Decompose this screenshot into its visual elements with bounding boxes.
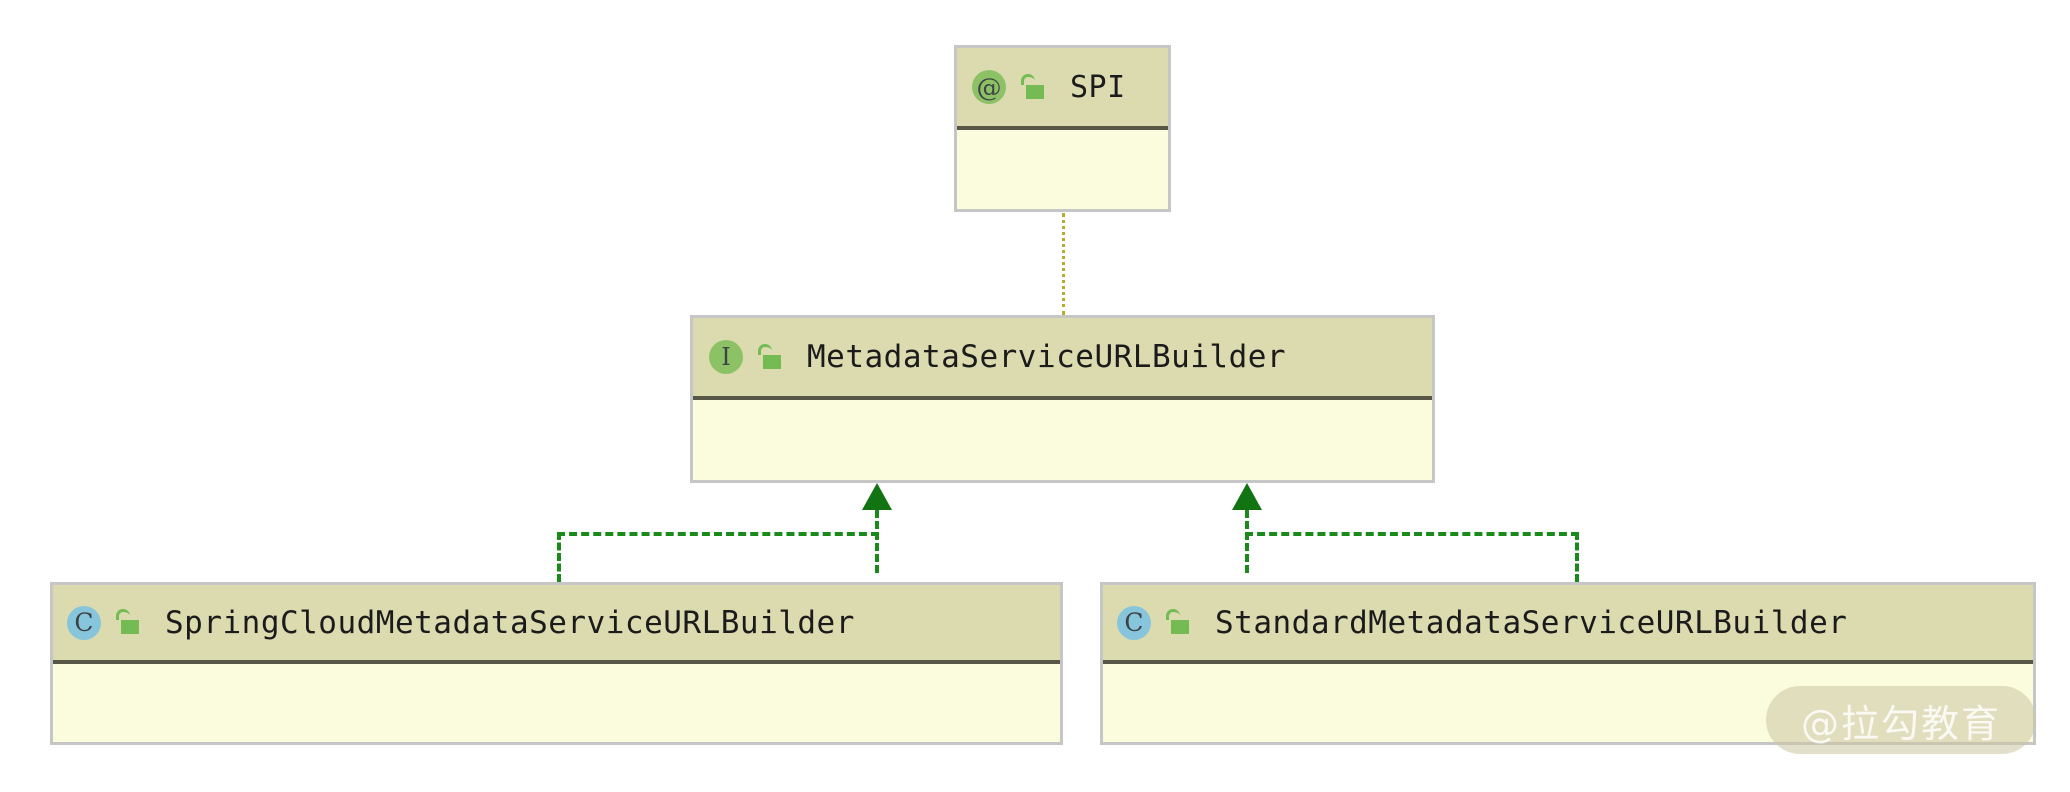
uml-node-title: SPI xyxy=(1070,69,1126,105)
uml-node-header: @ SPI xyxy=(957,48,1168,130)
uml-node-members xyxy=(957,130,1168,209)
unlocked-padlock-icon xyxy=(112,609,139,636)
uml-node-members xyxy=(1103,664,2033,742)
edge-arrow-spring-cloud xyxy=(862,483,892,510)
class-icon: C xyxy=(67,605,101,640)
uml-node-members xyxy=(693,400,1432,480)
uml-node-standard-metadata-service-url-builder[interactable]: C StandardMetadataServiceURLBuilder xyxy=(1100,582,2036,745)
unlocked-padlock-icon xyxy=(754,343,781,371)
uml-node-header: I MetadataServiceURLBuilder xyxy=(693,318,1432,400)
edge-standard-horizontal xyxy=(1245,532,1579,536)
uml-node-title: StandardMetadataServiceURLBuilder xyxy=(1215,604,1848,641)
uml-node-spring-cloud-metadata-service-url-builder[interactable]: C SpringCloudMetadataServiceURLBuilder xyxy=(50,582,1063,745)
edge-spi-annotates-interface xyxy=(1062,213,1065,315)
edge-standard-vertical-lower xyxy=(1575,532,1579,582)
edge-arrow-standard xyxy=(1232,483,1262,510)
uml-node-metadata-service-url-builder[interactable]: I MetadataServiceURLBuilder xyxy=(690,315,1435,483)
uml-node-members xyxy=(53,664,1060,742)
unlocked-padlock-icon xyxy=(1017,73,1044,101)
interface-icon: I xyxy=(709,340,743,374)
uml-node-title: SpringCloudMetadataServiceURLBuilder xyxy=(165,604,855,641)
uml-node-spi[interactable]: @ SPI xyxy=(954,45,1171,212)
edge-spring-cloud-vertical-upper xyxy=(875,510,879,573)
edge-spring-cloud-horizontal xyxy=(557,532,879,536)
edge-standard-vertical-upper xyxy=(1245,510,1249,573)
uml-node-title: MetadataServiceURLBuilder xyxy=(807,339,1287,375)
edge-spring-cloud-vertical-lower xyxy=(557,532,561,582)
annotation-icon: @ xyxy=(972,70,1006,104)
uml-node-header: C StandardMetadataServiceURLBuilder xyxy=(1103,585,2033,664)
class-icon: C xyxy=(1117,605,1151,640)
unlocked-padlock-icon xyxy=(1162,609,1189,636)
uml-node-header: C SpringCloudMetadataServiceURLBuilder xyxy=(53,585,1060,664)
